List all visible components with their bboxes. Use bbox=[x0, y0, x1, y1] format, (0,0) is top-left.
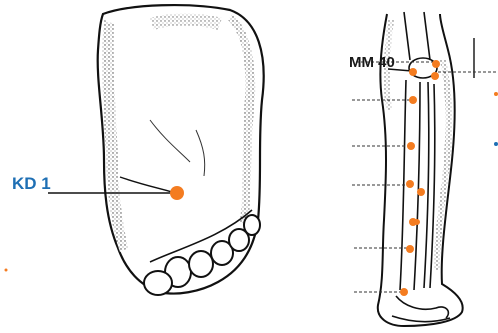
leg-point bbox=[406, 245, 414, 253]
femur bbox=[424, 12, 430, 60]
edge-mark bbox=[494, 92, 498, 96]
leg-point bbox=[407, 142, 415, 150]
fibula bbox=[424, 82, 429, 288]
toe bbox=[144, 271, 172, 295]
fibula bbox=[430, 84, 435, 288]
ankle-bones bbox=[392, 316, 450, 322]
leg-point bbox=[417, 188, 425, 196]
leg-point bbox=[409, 96, 417, 104]
leg-point bbox=[409, 68, 417, 76]
leg-point bbox=[431, 72, 439, 80]
leg-point bbox=[400, 288, 408, 296]
leg-point bbox=[432, 60, 440, 68]
tibia bbox=[414, 82, 420, 290]
femur bbox=[404, 12, 410, 60]
kd1-point bbox=[170, 186, 184, 200]
toe bbox=[244, 215, 260, 235]
toe bbox=[189, 251, 213, 277]
edge-mark bbox=[494, 142, 498, 146]
foot-sole-figure bbox=[48, 5, 264, 295]
kd1-label: KD 1 bbox=[12, 175, 51, 192]
leg-point bbox=[406, 180, 414, 188]
edge-mark bbox=[5, 269, 8, 272]
mm40-label: MM 40 bbox=[349, 55, 395, 70]
leg-point bbox=[414, 219, 420, 225]
ankle-bones bbox=[396, 296, 448, 318]
